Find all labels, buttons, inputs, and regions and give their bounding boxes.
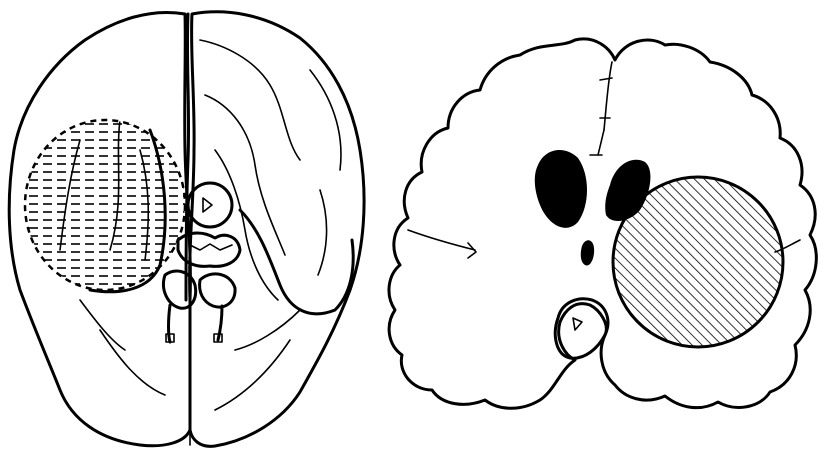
sulcus-line bbox=[468, 243, 476, 258]
gyrus-line bbox=[100, 330, 165, 395]
third-ventricle bbox=[581, 240, 594, 265]
gyrus-line bbox=[318, 190, 327, 275]
gyrus-line bbox=[215, 150, 278, 300]
brain-basal-view bbox=[9, 12, 364, 446]
right-hemisphere bbox=[190, 12, 364, 446]
brain-coronal-section bbox=[389, 39, 816, 408]
right-temporal-lobe bbox=[240, 210, 353, 314]
gyrus-line bbox=[310, 70, 341, 170]
left-lateral-ventricle bbox=[535, 150, 587, 228]
gyrus-line bbox=[215, 340, 290, 410]
lesion-area bbox=[25, 120, 185, 290]
gyrus-line bbox=[235, 310, 300, 350]
inferior-structure-mark bbox=[573, 318, 582, 330]
midline-fissure bbox=[598, 130, 604, 155]
lesion-mass bbox=[613, 177, 783, 347]
sulcus-line bbox=[408, 230, 475, 250]
gyrus-line bbox=[80, 300, 125, 350]
midline-fissure bbox=[604, 62, 612, 130]
